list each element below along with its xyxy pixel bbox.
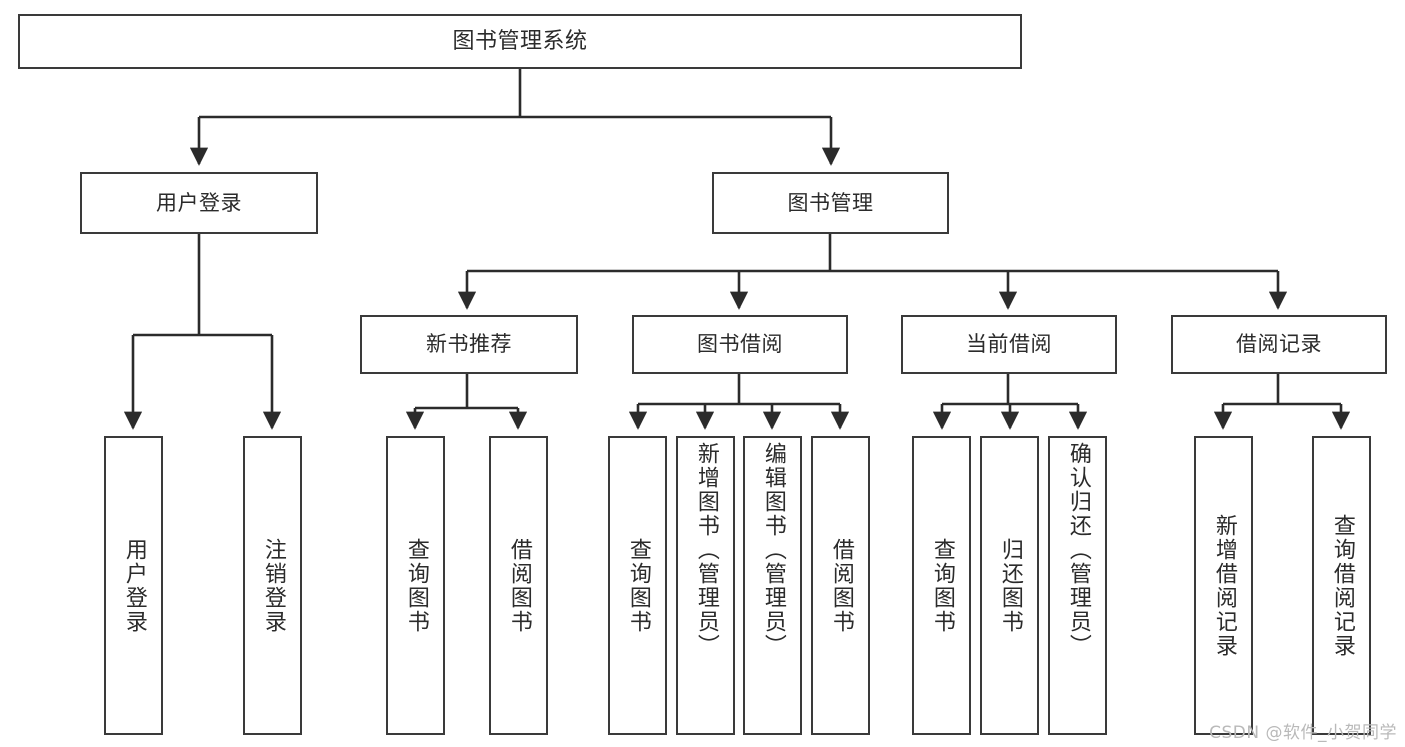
node-label: 图书管理系统: [452, 28, 588, 54]
leaf-logout-login[interactable]: 注销登录: [243, 436, 302, 735]
node-label: 注销登录: [260, 537, 286, 634]
node-label: 用户登录: [121, 537, 147, 634]
node-label: 借阅图书: [828, 537, 854, 634]
node-label: 新增借阅记录: [1211, 513, 1237, 658]
node-new-book-recommend[interactable]: 新书推荐: [360, 315, 578, 374]
node-label: 查询图书: [929, 537, 955, 634]
csdn-watermark: CSDN @软件_小贺同学: [1209, 723, 1397, 743]
node-root-system[interactable]: 图书管理系统: [18, 14, 1022, 69]
leaf-user-login[interactable]: 用户登录: [104, 436, 163, 735]
leaf-query-borrow-record[interactable]: 查询借阅记录: [1312, 436, 1371, 735]
node-label: 用户登录: [156, 190, 242, 215]
node-label: 借阅记录: [1236, 332, 1322, 357]
node-label: 查询图书: [625, 537, 651, 634]
node-label: 图书借阅: [697, 332, 783, 357]
node-label: 借阅图书: [506, 537, 532, 634]
leaf-query-book-borrow[interactable]: 查询图书: [608, 436, 667, 735]
leaf-borrow-book[interactable]: 借阅图书: [811, 436, 870, 735]
leaf-add-borrow-record[interactable]: 新增借阅记录: [1194, 436, 1253, 735]
node-user-login[interactable]: 用户登录: [80, 172, 318, 234]
leaf-edit-book[interactable]: 编辑图书（管理员）: [743, 436, 802, 735]
node-borrow-record[interactable]: 借阅记录: [1171, 315, 1387, 374]
node-label: 查询借阅记录: [1329, 513, 1355, 658]
node-label: 当前借阅: [966, 332, 1052, 357]
node-book-manage[interactable]: 图书管理: [712, 172, 949, 234]
leaf-borrow-book-recommend[interactable]: 借阅图书: [489, 436, 548, 735]
node-label: 图书管理: [787, 190, 874, 215]
node-label: 新增图书（管理员）: [693, 442, 719, 658]
node-label: 新书推荐: [426, 332, 512, 357]
node-label: 编辑图书（管理员）: [760, 442, 786, 658]
leaf-query-book-recommend[interactable]: 查询图书: [386, 436, 445, 735]
node-label: 查询图书: [403, 537, 429, 634]
node-current-borrow[interactable]: 当前借阅: [901, 315, 1117, 374]
node-book-borrow[interactable]: 图书借阅: [632, 315, 848, 374]
leaf-confirm-return[interactable]: 确认归还（管理员）: [1048, 436, 1107, 735]
node-label: 归还图书: [997, 537, 1023, 634]
node-label: 确认归还（管理员）: [1065, 442, 1091, 658]
leaf-add-book[interactable]: 新增图书（管理员）: [676, 436, 735, 735]
leaf-query-book-current[interactable]: 查询图书: [912, 436, 971, 735]
leaf-return-book[interactable]: 归还图书: [980, 436, 1039, 735]
